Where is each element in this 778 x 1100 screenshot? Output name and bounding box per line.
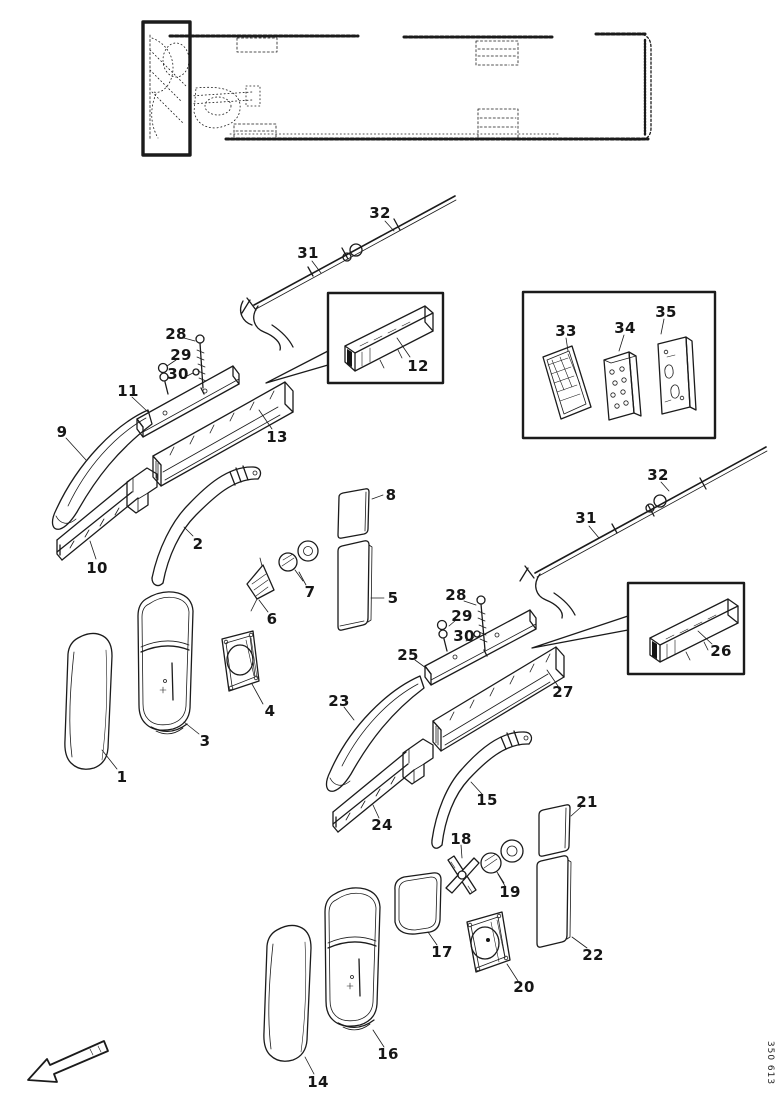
callout-32-left: 32 [369, 204, 391, 222]
part-18-clamp [446, 856, 479, 894]
part-4-plate [222, 631, 259, 691]
callout-32-right: 32 [647, 466, 669, 484]
callout-13: 13 [266, 428, 288, 446]
callout-18: 18 [450, 830, 472, 848]
part-7-knobs [279, 541, 318, 581]
cab-mirror-sketch [150, 38, 260, 138]
callout-17: 17 [431, 943, 453, 961]
callout-4: 4 [264, 702, 276, 720]
part-27-rail [433, 647, 564, 751]
callout-31-left: 31 [297, 244, 319, 262]
part-22-glass [537, 856, 571, 947]
cab-highlight-box [143, 22, 190, 155]
part-5-glass [338, 541, 372, 630]
part-11-rail [137, 366, 239, 437]
inset-box-12 [266, 293, 443, 383]
callout-leader-lines [66, 221, 712, 1074]
callout-12: 12 [407, 357, 429, 375]
callout-28-left: 28 [165, 325, 187, 343]
part-8-pane [338, 489, 369, 538]
direction-arrow-icon [28, 1041, 108, 1082]
callout-29-left: 29 [170, 346, 192, 364]
left-mirror-assembly [53, 366, 372, 769]
figure-code: 350 613 [765, 1040, 776, 1086]
right-mirror-assembly [264, 610, 571, 1061]
part-3-housing [138, 592, 193, 734]
callout-30-left: 30 [167, 365, 189, 383]
callout-24: 24 [371, 816, 393, 834]
callout-33: 33 [555, 322, 577, 340]
part-23-cover [327, 676, 424, 791]
callout-8: 8 [385, 486, 397, 504]
callout-15: 15 [476, 791, 498, 809]
callout-11: 11 [117, 382, 139, 400]
callout-25: 25 [397, 646, 419, 664]
fastener-group-right [438, 596, 488, 656]
callout-1: 1 [116, 768, 128, 786]
part-17-pane [395, 873, 441, 934]
part-24-rail [333, 739, 433, 832]
part-15-arm [432, 731, 532, 848]
callout-22: 22 [582, 946, 604, 964]
part-20-plate [467, 912, 510, 972]
callout-19: 19 [499, 883, 521, 901]
callout-20: 20 [513, 978, 535, 996]
support-rod-left [241, 196, 456, 350]
callout-16: 16 [377, 1045, 399, 1063]
part-14-cover [264, 925, 311, 1061]
callout-26: 26 [710, 642, 732, 660]
part-6-bracket [247, 558, 274, 611]
callout-28-right: 28 [445, 586, 467, 604]
part-13-rail [153, 382, 293, 486]
inset-box-plates [523, 292, 715, 438]
part-33-plate [543, 346, 591, 419]
callout-3: 3 [199, 732, 211, 750]
callout-10: 10 [86, 559, 108, 577]
inset-box-26 [532, 583, 744, 674]
callout-35: 35 [655, 303, 677, 321]
part-21-pane [539, 805, 570, 856]
part-35-plate [658, 337, 696, 414]
part-16-housing [325, 888, 380, 1030]
callout-5: 5 [387, 589, 399, 607]
callout-9: 9 [56, 423, 68, 441]
callout-2: 2 [192, 535, 204, 553]
callout-6: 6 [266, 610, 278, 628]
callout-23: 23 [328, 692, 350, 710]
callout-21: 21 [576, 793, 598, 811]
callout-27: 27 [552, 683, 574, 701]
callout-31-right: 31 [575, 509, 597, 527]
callout-7: 7 [304, 583, 316, 601]
part-9-cover [53, 410, 152, 529]
callout-29-right: 29 [451, 607, 473, 625]
callout-14: 14 [307, 1073, 329, 1091]
callout-30-right: 30 [453, 627, 475, 645]
part-25-rail [425, 610, 536, 685]
part-10-rail [57, 468, 157, 560]
part-34-plate [604, 352, 641, 420]
callout-34: 34 [614, 319, 636, 337]
vehicle-top-view [143, 22, 651, 155]
support-rod-right [520, 447, 767, 618]
part-1-cover [65, 633, 112, 769]
part-2-arm [152, 466, 260, 585]
